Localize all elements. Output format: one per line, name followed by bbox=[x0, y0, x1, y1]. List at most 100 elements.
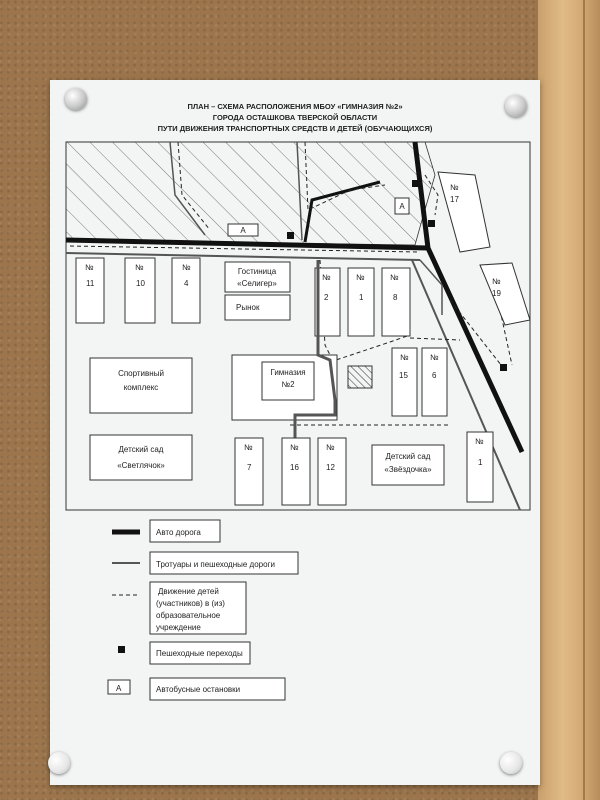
legend-children-box bbox=[149, 581, 247, 635]
building-19 bbox=[479, 262, 531, 326]
sidewalk-east bbox=[411, 259, 521, 511]
building-1-east-no: № bbox=[475, 437, 484, 446]
building-1-no: № bbox=[356, 273, 365, 282]
kindergarten1-line-1: Детский сад bbox=[119, 445, 164, 454]
building-11-num: 11 bbox=[86, 279, 95, 288]
legend-crossing-box bbox=[149, 641, 251, 665]
legend-bus-letter: А bbox=[116, 684, 122, 693]
building-4-no: № bbox=[182, 263, 191, 272]
building-2-no: № bbox=[322, 273, 331, 282]
building-11 bbox=[75, 257, 105, 324]
main-road-horizontal bbox=[65, 237, 429, 251]
pushpin-top-left bbox=[65, 88, 87, 110]
kindergarten-svetlyachok bbox=[89, 434, 193, 481]
wooden-frame-groove bbox=[583, 0, 585, 800]
legend-crossing-label: Пешеходные переходы bbox=[156, 649, 243, 658]
site-plan-sheet: ПЛАН – СХЕМА РАСПОЛОЖЕНИЯ МБОУ «ГИМНАЗИЯ… bbox=[50, 80, 540, 785]
sport-line-2: комплекс bbox=[124, 383, 159, 392]
legend-bus-box bbox=[149, 677, 286, 701]
building-12-no: № bbox=[326, 443, 335, 452]
building-1-east bbox=[466, 431, 494, 503]
kindergarten2-line-1: Детский сад bbox=[386, 452, 431, 461]
sidewalk-south bbox=[65, 252, 421, 261]
building-15 bbox=[391, 347, 418, 417]
hotel-line-2: «Селигер» bbox=[237, 279, 277, 288]
legend-sidewalk-box bbox=[149, 551, 299, 575]
hotel-line-1: Гостиница bbox=[238, 267, 277, 276]
building-16 bbox=[281, 437, 311, 506]
building-6-num: 6 bbox=[432, 371, 437, 380]
building-8 bbox=[381, 267, 411, 337]
sidewalk-north-2 bbox=[296, 141, 303, 241]
pedestrian-crossings bbox=[287, 180, 507, 371]
building-8-no: № bbox=[390, 273, 399, 282]
building-4-num: 4 bbox=[184, 279, 189, 288]
hotel-seliger bbox=[224, 261, 291, 293]
sidewalk-east-branch bbox=[419, 259, 443, 315]
legend-children-line-3: образовательное bbox=[156, 611, 221, 620]
plan-title-line-3: ПУТИ ДВИЖЕНИЯ ТРАНСПОРТНЫХ СРЕДСТВ И ДЕТ… bbox=[157, 124, 433, 133]
building-6-no: № bbox=[430, 353, 439, 362]
pushpin-bottom-left bbox=[48, 752, 70, 774]
building-8-num: 8 bbox=[393, 293, 398, 302]
building-12-num: 12 bbox=[326, 463, 335, 472]
building-7 bbox=[234, 437, 264, 506]
building-10-no: № bbox=[135, 263, 144, 272]
building-1-east-num: 1 bbox=[478, 458, 483, 467]
building-4 bbox=[171, 257, 201, 324]
legend-road-label: Авто дорога bbox=[156, 528, 201, 537]
sport-line-1: Спортивный bbox=[118, 369, 164, 378]
building-19-num: 19 bbox=[492, 289, 501, 298]
plan-title-line-1: ПЛАН – СХЕМА РАСПОЛОЖЕНИЯ МБОУ «ГИМНАЗИЯ… bbox=[187, 102, 403, 111]
building-16-no: № bbox=[290, 443, 299, 452]
pushpin-bottom-right bbox=[500, 752, 522, 774]
building-7-no: № bbox=[244, 443, 253, 452]
building-15-no: № bbox=[400, 353, 409, 362]
sidewalk-north-1 bbox=[169, 141, 206, 236]
pushpin-top-right bbox=[505, 95, 527, 117]
legend-bus-swatch bbox=[107, 679, 131, 695]
bus-stop-1 bbox=[227, 223, 259, 237]
kindergarten-zvezdochka bbox=[371, 444, 445, 486]
legend-crossing-swatch bbox=[118, 646, 125, 653]
legend-children-line-2: (участников) в (из) bbox=[156, 599, 225, 608]
building-2-num: 2 bbox=[324, 293, 329, 302]
bus-stop-letter-2: А bbox=[399, 202, 405, 211]
legend-bus-label: Автобусные остановки bbox=[156, 685, 240, 694]
legend-sidewalk-label: Тротуары и пешеходные дороги bbox=[156, 560, 275, 569]
building-11-no: № bbox=[85, 263, 94, 272]
legend-road-box bbox=[149, 519, 221, 543]
market-label: Рынок bbox=[236, 303, 260, 312]
building-16-num: 16 bbox=[290, 463, 299, 472]
plan-title-line-2: ГОРОДА ОСТАШКОВА ТВЕРСКОЙ ОБЛАСТИ bbox=[212, 113, 378, 122]
site-plan-map: А А № 17 № 19 № 11 № 10 № 4 Гостиница «С… bbox=[65, 141, 531, 701]
building-6 bbox=[421, 347, 448, 417]
building-17-no: № bbox=[450, 183, 459, 192]
building-15-num: 15 bbox=[399, 371, 408, 380]
legend-children-line-4: учреждение bbox=[156, 623, 201, 632]
bus-stop-letter-1: А bbox=[240, 226, 246, 235]
building-1-num: 1 bbox=[359, 293, 364, 302]
kindergarten2-line-2: «Звёздочка» bbox=[384, 465, 432, 474]
gymnasium-access-path bbox=[293, 260, 337, 440]
main-road-diagonal bbox=[412, 141, 525, 454]
building-1 bbox=[347, 267, 375, 337]
gymnasium-2 bbox=[261, 361, 315, 401]
building-17-num: 17 bbox=[450, 195, 459, 204]
sport-complex bbox=[89, 357, 193, 414]
building-12 bbox=[317, 437, 347, 506]
building-7-num: 7 bbox=[247, 463, 252, 472]
building-10-num: 10 bbox=[136, 279, 145, 288]
building-17 bbox=[437, 171, 491, 253]
gymnasium-line-2: №2 bbox=[281, 380, 295, 389]
market bbox=[224, 294, 291, 321]
hatched-annex bbox=[347, 365, 373, 389]
gymnasium-line-1: Гимназия bbox=[270, 368, 305, 377]
bus-stop-2 bbox=[394, 197, 410, 215]
legend-children-line-1: Движение детей bbox=[158, 587, 219, 596]
kindergarten1-line-2: «Светлячок» bbox=[117, 461, 165, 470]
building-19-no: № bbox=[492, 277, 501, 286]
side-road-north bbox=[303, 180, 381, 243]
wooden-frame bbox=[538, 0, 600, 800]
building-10 bbox=[124, 257, 156, 324]
